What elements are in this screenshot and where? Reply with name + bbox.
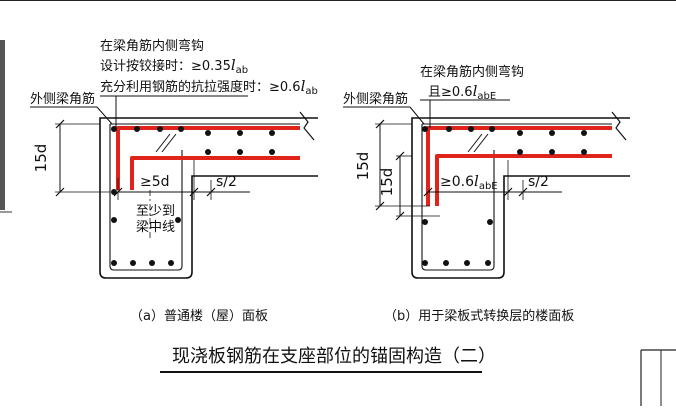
bottom-rebar-a: [130, 156, 300, 190]
min-label-2: 梁中线: [136, 220, 175, 235]
dim-15d-b-inner-label: 15d: [378, 168, 396, 197]
leader-outer-b-2: [409, 106, 425, 125]
beam-slab-outline-b: [411, 117, 630, 279]
diagram-b: 15d 15d ≥0.6labE s/2 在梁角筋内侧弯钩 且≥0.6labE …: [343, 64, 630, 324]
hook-label-a: 在梁角筋内侧弯钩: [100, 38, 204, 54]
dim-b-tick4: [395, 211, 405, 221]
dim-s2-a-label: s/2: [216, 174, 237, 190]
dim-tick-a1: [55, 119, 65, 129]
page-left-marker: [0, 40, 5, 210]
dim-15d-b-outer-label: 15d: [354, 152, 372, 181]
dim-b-tick1: [375, 119, 385, 129]
dim-15d-a-label: 15d: [32, 144, 50, 173]
dim-s2-b-label: s/2: [528, 174, 549, 190]
beam-slab-outline-a: [99, 117, 318, 279]
dim-s2-a-tick: [206, 187, 216, 197]
top-rebar-a: [116, 126, 300, 190]
hatch-a2: [161, 133, 177, 153]
break-mark-a: [299, 111, 315, 141]
top-rebar-b: [426, 126, 612, 206]
outer-bar-label-a: 外侧梁角筋: [30, 91, 95, 107]
stirrup-b: [421, 124, 495, 271]
hatch-b2: [473, 133, 489, 153]
hinge-label-a: 设计按铰接时：≥0.35lab: [100, 56, 248, 76]
dim-anchor-b-label: ≥0.6labE: [440, 172, 498, 192]
dim-b-tick3: [395, 151, 405, 161]
break-mark-b: [611, 111, 627, 141]
outer-bar-label-b: 外侧梁角筋: [343, 91, 408, 107]
hook-label-b: 在梁角筋内侧弯钩: [420, 64, 524, 80]
dim-5d-label: ≥5d: [140, 174, 170, 190]
and-label-b: 且≥0.6labE: [428, 82, 496, 102]
dim-anchor-b-tick1: [423, 187, 433, 197]
stirrup-a: [109, 124, 183, 271]
leader-outer-a-2: [96, 106, 113, 125]
hatch-a1: [155, 133, 171, 153]
dim-s2-b-tick: [518, 187, 528, 197]
caption-b: （b）用于梁板式转换层的楼面板: [384, 308, 574, 324]
dim-b-tick2: [375, 201, 385, 211]
hatch-b1: [467, 133, 483, 153]
min-label-1: 至少到: [136, 204, 175, 219]
diagram-a: 15d ≥5d s/2 至少到 梁中线 在梁角筋内侧弯钩 设计按铰接时：≥0.3…: [30, 38, 318, 324]
full-strength-label-a: 充分利用钢筋的抗拉强度时：≥0.6lab: [100, 77, 318, 97]
caption-a: （a）普通楼（屋）面板: [130, 309, 268, 324]
diagram-title: 现浇板钢筋在支座部位的锚固构造（二）: [172, 346, 496, 367]
dim-tick-a2: [55, 187, 65, 197]
beam-bars-a: [111, 126, 275, 266]
dim-5d-tick1: [113, 187, 123, 197]
beam-bars-b: [422, 126, 587, 266]
bottom-rebar-b: [435, 154, 612, 206]
